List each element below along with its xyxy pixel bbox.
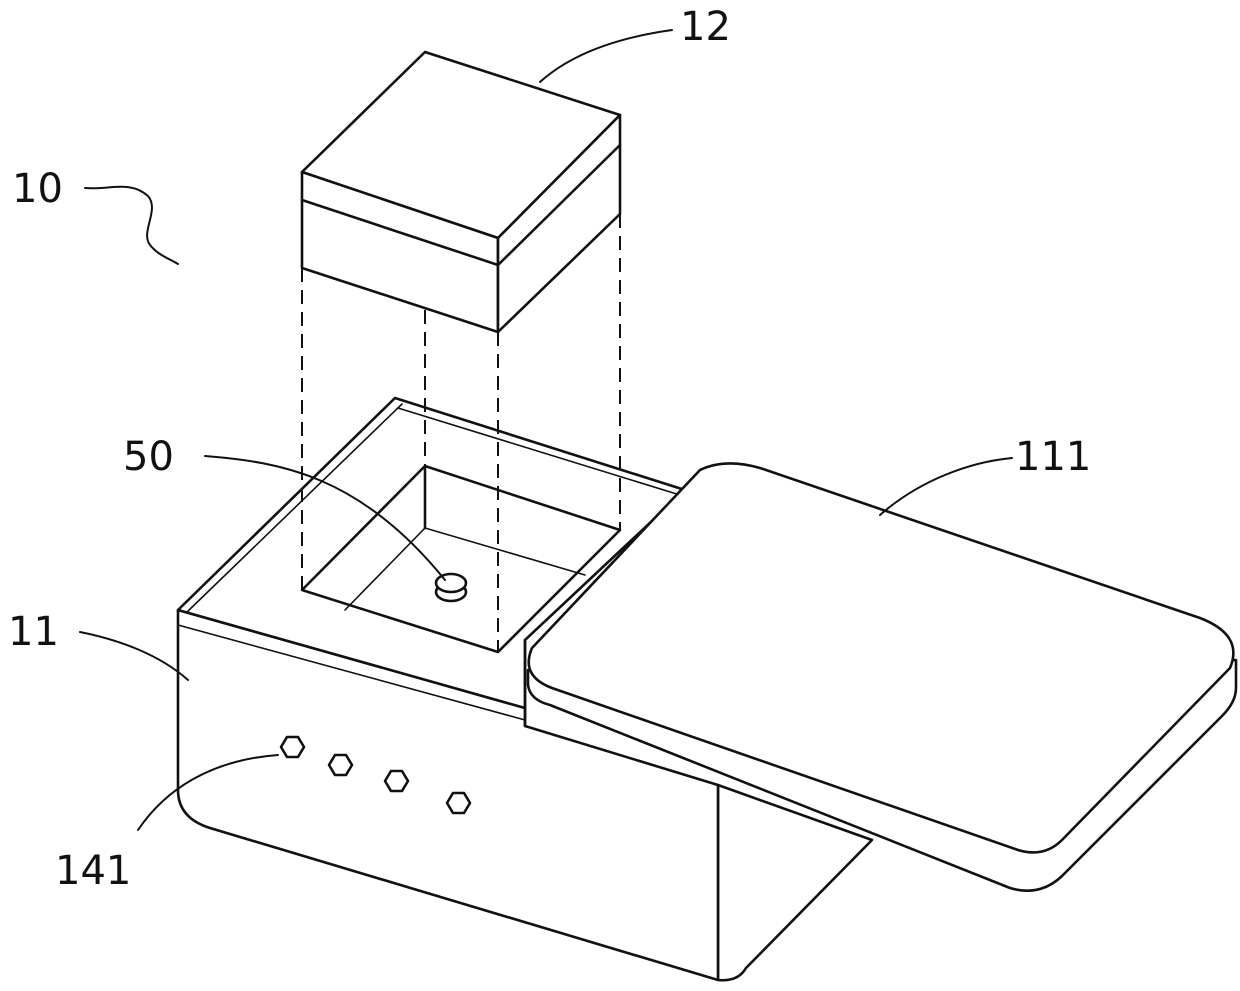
- label-141: 141: [55, 848, 131, 894]
- leader-111: [880, 458, 1012, 515]
- label-11: 11: [8, 609, 59, 655]
- module-block: [302, 52, 620, 332]
- post-50: [436, 574, 466, 601]
- button-2: [329, 755, 352, 775]
- label-10: 10: [12, 166, 63, 212]
- button-4: [447, 793, 470, 813]
- label-12: 12: [680, 4, 731, 50]
- label-111: 111: [1015, 434, 1091, 480]
- leader-10: [85, 187, 178, 264]
- label-50: 50: [123, 434, 174, 480]
- leader-12: [540, 30, 672, 82]
- button-3: [385, 771, 408, 791]
- leader-11: [80, 632, 188, 680]
- button-1: [281, 737, 304, 757]
